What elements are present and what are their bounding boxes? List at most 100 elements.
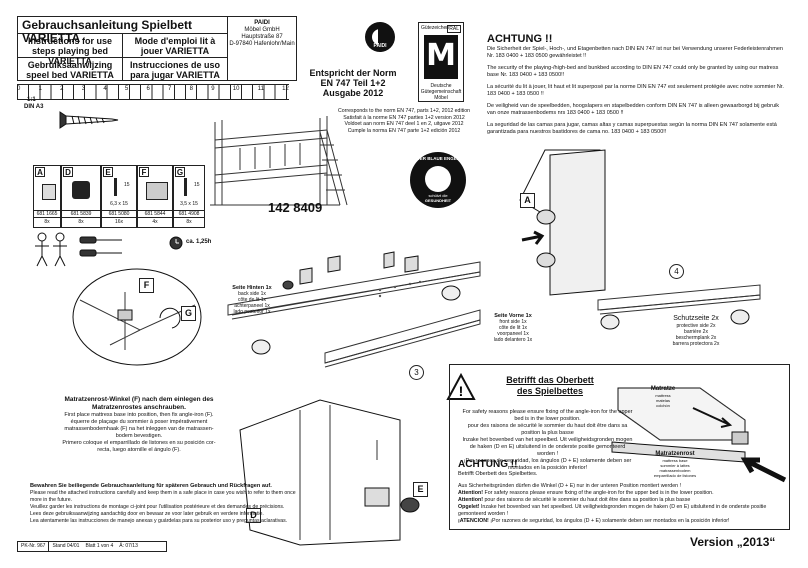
note-es-1: Primero coloque el emparrillado de listo…: [62, 440, 216, 446]
note-es-2: recta, luego atornille el ángulo (F).: [97, 447, 181, 453]
tick-label: 4: [103, 86, 107, 92]
part-cell-a: A 681 1665 8x: [33, 165, 61, 228]
part-qty: 8x: [34, 217, 60, 227]
ecolabel-bottom-2: GESUNDHEIT: [424, 198, 452, 203]
keep-es: Lea atentamente las instrucciones de man…: [30, 518, 288, 524]
en-title-cell: Instructions for use steps playing bed V…: [18, 34, 123, 66]
fr-label: Attention!: [458, 497, 484, 503]
label-seite-hinten: Seite Hinten 1x back side 1x côte de lit…: [222, 285, 282, 315]
upper-bed-nl: Inzake het bovenbed van het speelbed. Ui…: [462, 437, 633, 457]
seal-bottom-2: Gütegemeinschaft: [420, 89, 462, 95]
part-cell-d: D 681 5839 8x: [61, 165, 101, 228]
angel-icon: [425, 166, 451, 192]
es-label: ¡ATENCION!: [458, 518, 489, 524]
logo-text: PAIDI: [373, 43, 387, 49]
callout-e: E: [413, 482, 428, 497]
part-number: 681 4908: [174, 210, 204, 217]
scale-format: DIN A3: [24, 104, 44, 110]
ecolabel-top: DER BLAUE ENGEL: [416, 156, 460, 161]
part-qty: 16x: [102, 217, 136, 227]
footer-stand: Stand 04/01: [52, 543, 80, 549]
upper-bed-es: ¡Por razones de seguridad, los ángulos (…: [463, 458, 632, 471]
part-number: 681 1665: [34, 210, 60, 217]
tick-label: 7: [168, 86, 172, 92]
upper-bed-es-warning: ¡Por razones de seguridad, los ángulos (…: [488, 518, 730, 524]
norm-title-1: Entspricht der Norm: [309, 68, 397, 78]
callout-f: F: [139, 278, 154, 293]
part-size: 3,5 x 15: [180, 201, 198, 207]
label-matratzenrost: Matratzenrost mattress base sommier à la…: [640, 451, 710, 478]
matratze-sub-1: mattress: [655, 393, 671, 398]
seite-hinten-en: back side 1x: [238, 291, 266, 297]
seal-bottom-1: Deutsche: [430, 83, 452, 89]
norm-fr: Satisfait à la norme EN 747 parties 1+2 …: [343, 114, 465, 121]
tick-label: 11: [257, 86, 264, 92]
nl-title-cell: Gebruiksaanwijzing speel bed VARIETTA: [18, 58, 123, 80]
tick-label: 6: [146, 86, 150, 92]
keep-de: Bewahren Sie beiliegende Gebrauchsanleit…: [30, 483, 272, 489]
label-schutzseite: Schutzseite 2x protective side 2x barriè…: [660, 315, 732, 347]
upper-bed-en: For safety reasons please ensure fixing …: [462, 409, 633, 422]
scale-ruler: [17, 84, 289, 100]
keep-en-1: Please read the attached instructions ca…: [30, 490, 296, 496]
es-title: Instrucciones de uso para jugar VARIETTA: [129, 60, 221, 80]
company-line3: D-97840 Hafenlohr/Main: [229, 41, 295, 47]
seite-hinten-es: lado posterior 1x: [233, 309, 271, 315]
scale-ratio: 1:1: [27, 97, 36, 103]
company-line2: Hauptstraße 87: [241, 34, 283, 40]
title-block: Gebrauchsanleitung Spielbett VARIETTA In…: [17, 16, 297, 81]
tick-label: 9: [211, 86, 215, 92]
keep-instructions-note: Bewahren Sie beiliegende Gebrauchsanleit…: [30, 483, 330, 525]
note-fr-3: bodem bevestigen.: [115, 433, 163, 439]
schutzseite-en: protective side 2x: [676, 323, 716, 329]
seite-vorne-nl: voorpaneel 1x: [497, 331, 529, 337]
fr-title-cell: Mode d'emploi lit à jouer VARIETTA: [123, 34, 228, 58]
keep-fr: Veuillez garder les instructions de mont…: [30, 504, 285, 510]
part-number: 681 5080: [102, 210, 136, 217]
upper-bed-es-line: ¡ATENCION! ¡Por razones de seguridad, lo…: [458, 518, 786, 525]
seite-vorne-fr: côte de lit 1x: [498, 325, 528, 331]
schutzseite-nl: beschermplank 2x: [675, 335, 717, 341]
company-name: PAIDI: [254, 20, 270, 26]
footer-blatt: Blatt 1 von 4: [85, 543, 114, 549]
seite-hinten-title: Seite Hinten 1x: [232, 285, 272, 291]
tick-label: 0: [17, 86, 21, 92]
tick-label: 3: [81, 86, 86, 92]
version-label: Version „2013“: [690, 535, 776, 549]
keep-en-2: more in the future.: [30, 497, 73, 503]
footer-pk: PK-Nr. 967: [18, 542, 50, 551]
seite-hinten-nl: achterpaneel 1x: [234, 303, 270, 309]
upper-bed-subtitles: For safety reasons please ensure fixing …: [460, 409, 635, 472]
upper-bed-en-warning: For safety reasons please ensure fixing …: [483, 490, 714, 496]
part-cell-f: F 681 5844 4x: [137, 165, 173, 228]
es-title-cell: Instrucciones de uso para jugar VARIETTA: [123, 58, 228, 80]
matratze-sub-3: colchón: [656, 403, 670, 408]
part-letter: E: [103, 167, 113, 177]
tick-label: 1: [38, 86, 42, 92]
warning-en: The security of the playing-/high-bed an…: [487, 65, 779, 78]
note-title-1: Matratzenrost-Winkel (F) nach dem einleg…: [64, 396, 214, 403]
label-matratze: Matratze mattress matelas colchón: [643, 386, 683, 408]
rost-sub-4: emparrillado de listones: [653, 473, 697, 478]
en-label: Attention!: [458, 490, 484, 496]
seal-ral: RAL: [447, 25, 461, 33]
part-cell-e: E 15 6,3 x 15 681 5080 16x: [101, 165, 137, 228]
ecolabel-bottom-1: schützt die: [428, 193, 448, 198]
tick-label: 2: [60, 86, 64, 92]
callout-g: G: [181, 306, 196, 321]
upper-bed-panel: Betrifft das Oberbett des Spielbettes Fo…: [449, 364, 790, 530]
upper-bed-fr-line: Attention! pour des raisons de sécurité …: [458, 497, 786, 504]
rost-sub-1: mattress base: [662, 458, 688, 463]
company-line1: Möbel GmbH: [244, 27, 280, 33]
schutzseite-fr: barrière 2x: [684, 329, 708, 335]
seal-m-icon: M: [424, 35, 458, 79]
footer-ae: Ä: 07/13: [119, 543, 138, 549]
dim-label: 15: [124, 182, 130, 188]
en-title: Instructions for use steps playing bed V…: [27, 36, 112, 66]
note-en: First place mattress base into position,…: [64, 412, 214, 418]
seal-top: Gütezeichen: [421, 25, 450, 31]
part-letter: G: [175, 167, 185, 177]
matratze-sub-2: matelas: [655, 398, 670, 403]
part-qty: 4x: [138, 217, 172, 227]
